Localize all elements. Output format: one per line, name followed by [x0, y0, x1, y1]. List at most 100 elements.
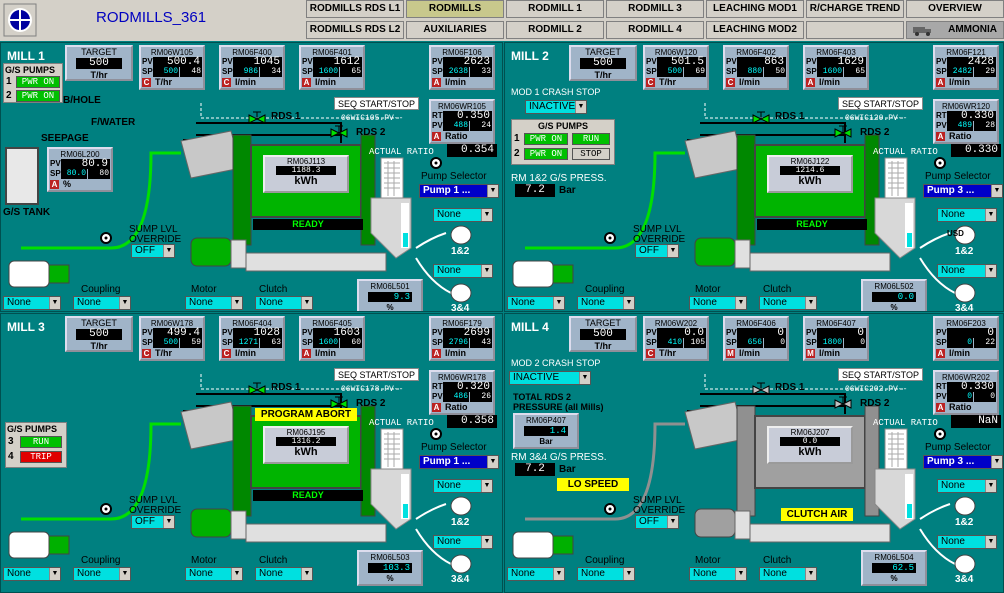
sump-override-dropdown[interactable]: OFF▼	[635, 515, 679, 529]
coupling-select[interactable]: None▼	[73, 567, 131, 581]
valve-icon[interactable]	[834, 125, 852, 139]
pump34-select[interactable]: None▼	[937, 264, 997, 278]
seq-start-stop-button[interactable]: SEQ START/STOP	[334, 368, 420, 381]
sump-override-dropdown[interactable]: OFF▼	[131, 515, 175, 529]
sump-override-dropdown[interactable]: OFF▼	[131, 244, 175, 258]
nav-rodmills-rds-l1[interactable]: RODMILLS RDS L1	[306, 0, 404, 18]
clutch-select[interactable]: None▼	[759, 567, 817, 581]
globe-logo-icon[interactable]	[3, 3, 37, 37]
pump-selector-dropdown[interactable]: Pump 1 ...▼	[419, 455, 499, 469]
nav-rodmill-2[interactable]: RODMILL 2	[506, 21, 604, 39]
pump34-select[interactable]: None▼	[937, 535, 997, 549]
sump-override-dropdown[interactable]: OFF▼	[635, 244, 679, 258]
valve-icon[interactable]	[330, 396, 348, 410]
seq-start-stop-button[interactable]: SEQ START/STOP	[334, 97, 420, 110]
pump12-select[interactable]: None▼	[937, 479, 997, 493]
nav-leaching-mod1[interactable]: LEACHING MOD1	[706, 0, 804, 18]
valve-icon[interactable]	[330, 125, 348, 139]
pump-1-pwr-on-button[interactable]: PWR ON	[524, 133, 568, 145]
drive-select[interactable]: None▼	[3, 296, 61, 310]
pump34-select[interactable]: None▼	[433, 264, 493, 278]
clutch-select[interactable]: None▼	[255, 567, 313, 581]
pump-1-pwr-on-button[interactable]: PWR ON	[16, 76, 60, 88]
valve-icon[interactable]	[834, 396, 852, 410]
target-value[interactable]: 500	[580, 58, 626, 69]
nav-rcharge-trend[interactable]: R/CHARGE TREND	[806, 0, 904, 18]
valve-icon[interactable]	[248, 382, 266, 396]
nav-ammonia[interactable]: AMMONIA	[906, 21, 1004, 39]
seq-start-stop-button[interactable]: SEQ START/STOP	[838, 97, 924, 110]
coupling-select[interactable]: None▼	[577, 296, 635, 310]
target-value[interactable]: 500	[580, 329, 626, 340]
pump12-select[interactable]: None▼	[937, 208, 997, 222]
drive-select[interactable]: None▼	[507, 567, 565, 581]
pump-2-pwr-on-button[interactable]: PWR ON	[16, 90, 60, 102]
pump-selector-dropdown[interactable]: Pump 1 ...▼	[419, 184, 499, 198]
drive-select[interactable]: None▼	[3, 567, 61, 581]
motor-select[interactable]: None▼	[689, 567, 747, 581]
pump-2-pwr-on-button[interactable]: PWR ON	[524, 148, 568, 160]
pump34-select[interactable]: None▼	[433, 535, 493, 549]
motor-select[interactable]: None▼	[185, 567, 243, 581]
valve-icon[interactable]	[752, 382, 770, 396]
valve-icon[interactable]	[752, 111, 770, 125]
nav-rodmills[interactable]: RODMILLS	[406, 0, 504, 18]
motor-select[interactable]: None▼	[689, 296, 747, 310]
nav-rodmill-3[interactable]: RODMILL 3	[606, 0, 704, 18]
nav-blank[interactable]	[806, 21, 904, 39]
crash-stop-dropdown[interactable]: INACTIVE▼	[525, 100, 587, 114]
target-value[interactable]: 500	[76, 58, 122, 69]
pump-selector-dropdown[interactable]: Pump 3 ...▼	[923, 455, 1003, 469]
nav-rodmills-rds-l2[interactable]: RODMILLS RDS L2	[306, 21, 404, 39]
seq-start-stop-button[interactable]: SEQ START/STOP	[838, 368, 924, 381]
nav-leaching-mod2[interactable]: LEACHING MOD2	[706, 21, 804, 39]
pump12-select[interactable]: None▼	[433, 479, 493, 493]
pump12-select[interactable]: None▼	[433, 208, 493, 222]
nav-auxiliaries[interactable]: AUXILIARIES	[406, 21, 504, 39]
nav-overview[interactable]: OVERVIEW	[906, 0, 1004, 18]
nav-rodmill-1[interactable]: RODMILL 1	[506, 0, 604, 18]
drive-select[interactable]: None▼	[507, 296, 565, 310]
clutch-select[interactable]: None▼	[759, 296, 817, 310]
crash-stop-dropdown[interactable]: INACTIVE▼	[509, 371, 591, 385]
motor-select[interactable]: None▼	[185, 296, 243, 310]
pump-selector-dropdown[interactable]: Pump 3 ...▼	[923, 184, 1003, 198]
pump-1-run-button[interactable]: RUN	[572, 133, 610, 145]
pump-3-run-button[interactable]: RUN	[20, 436, 62, 448]
nav-rodmill-4[interactable]: RODMILL 4	[606, 21, 704, 39]
target-value[interactable]: 500	[76, 329, 122, 340]
coupling-select[interactable]: None▼	[73, 296, 131, 310]
